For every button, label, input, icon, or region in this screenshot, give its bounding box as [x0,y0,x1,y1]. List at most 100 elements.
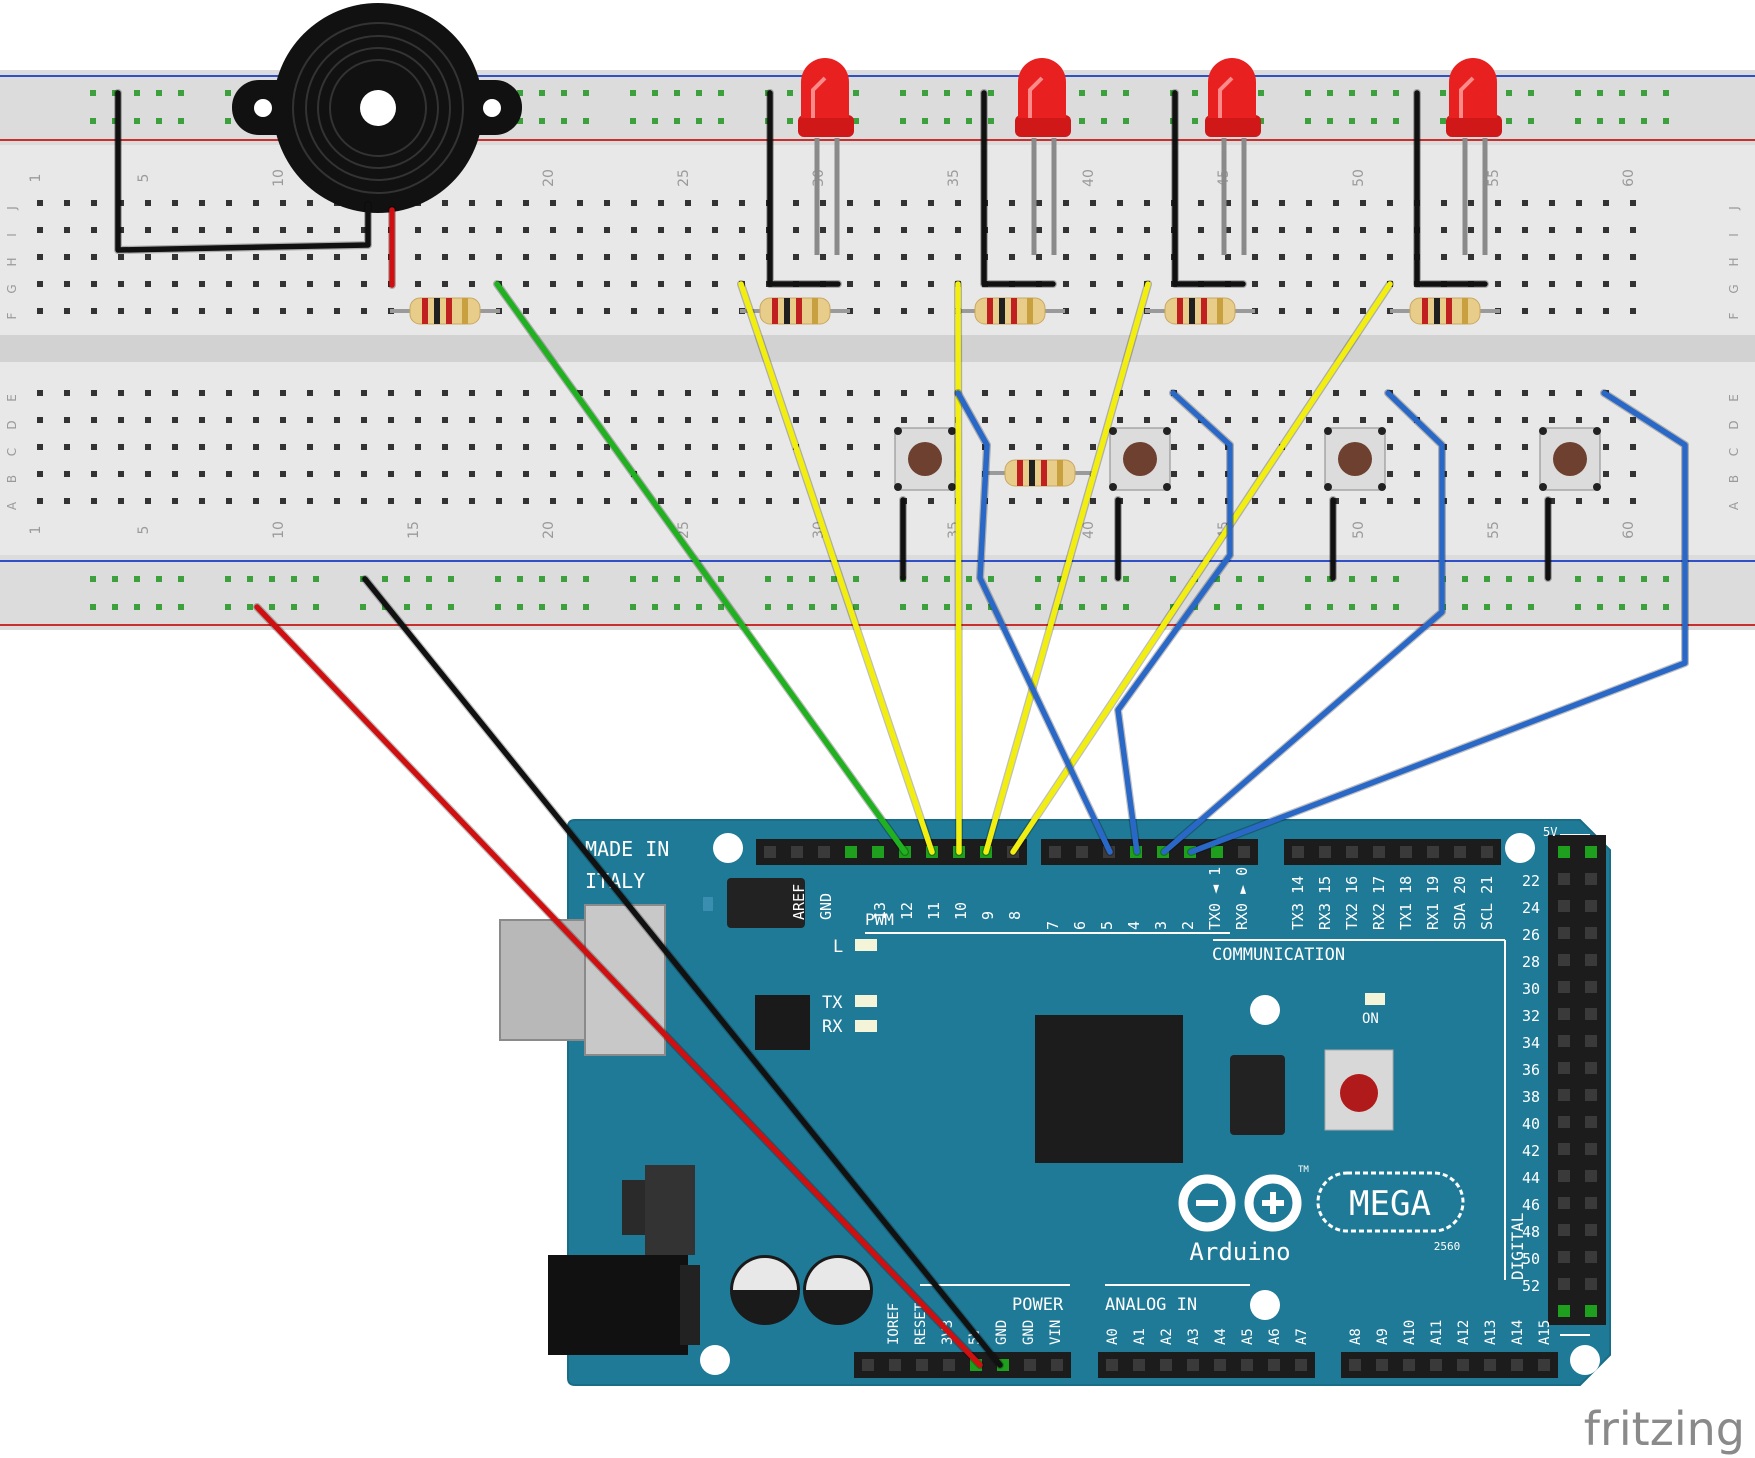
digital-pin-number: 40 [1522,1115,1540,1133]
breadboard-hole [1603,227,1609,233]
header-pin [1241,1359,1253,1371]
rail-hole [1327,118,1333,124]
breadboard-hole [1468,390,1474,396]
breadboard-hole [37,498,43,504]
analog-pin-label: A12 [1456,1320,1472,1345]
row-letter-right: C [1727,448,1741,456]
column-number-bottom: 10 [271,521,287,539]
breadboard-hole [874,200,880,206]
arduino-logo-icon [1178,1174,1302,1232]
column-number-top: 60 [1621,169,1637,187]
breadboard-hole [1630,498,1636,504]
breadboard-hole [253,281,259,287]
resistor-band [1434,298,1440,324]
breadboard-hole [1387,471,1393,477]
rail-hole [225,576,231,582]
breadboard-hole [334,444,340,450]
breadboard-hole [1360,227,1366,233]
power-pin-label: GND [994,1320,1010,1345]
rail-hole [1371,604,1377,610]
breadboard-hole [523,498,529,504]
rail-hole [988,118,994,124]
rail-hole [134,118,140,124]
header-pin [791,846,803,858]
breadboard-hole [523,417,529,423]
rail-hole [134,576,140,582]
rail-hole [1327,576,1333,582]
breadboard-hole [847,281,853,287]
breadboard-hole [928,227,934,233]
pin-label: 5 [1098,921,1116,930]
rail-hole [178,118,184,124]
push-button-icon [894,427,956,491]
breadboard-hole [253,498,259,504]
rail-hole [809,604,815,610]
breadboard-hole [1387,498,1393,504]
header-pin [1319,846,1331,858]
breadboard-hole [820,444,826,450]
button-cap [1553,442,1587,476]
on-led [1365,993,1385,1005]
rail-hole [156,604,162,610]
header-pin [1585,1305,1597,1317]
rail-hole [1101,90,1107,96]
rail-hole [1440,118,1446,124]
resistor-band [1027,298,1033,324]
led-on-label: ON [1362,1011,1379,1027]
digital-pin-number: 34 [1522,1034,1540,1052]
reset-button-cap[interactable] [1340,1074,1378,1112]
breadboard-hole [739,417,745,423]
rail-hole [1575,604,1581,610]
breadboard-hole [199,281,205,287]
breadboard-hole [1279,227,1285,233]
rail-hole [831,576,837,582]
rail-hole [225,118,231,124]
button-corner [1378,427,1386,435]
breadboard-hole [685,498,691,504]
breadboard-hole [604,498,610,504]
button-corner [1539,483,1547,491]
rail-hole [674,604,680,610]
digital-pin-number: 28 [1522,953,1540,971]
breadboard-hole [37,390,43,396]
breadboard-hole [739,254,745,260]
rail-hole [1123,118,1129,124]
breadboard-hole [577,200,583,206]
analog-pin-label: A5 [1240,1328,1256,1345]
row-letter-left: B [5,475,19,483]
column-number-top: 5 [136,174,152,183]
button-corner [1593,427,1601,435]
header-pin [1558,1224,1570,1236]
breadboard-hole [415,254,421,260]
breadboard-hole [523,227,529,233]
header-pin [1558,1116,1570,1128]
breadboard-hole [1360,200,1366,206]
breadboard-hole [874,498,880,504]
icsp-header [1230,1055,1285,1135]
column-number-top: 1 [28,174,44,183]
arduino-logo-text: Arduino [1189,1238,1290,1266]
breadboard-hole [469,498,475,504]
rail-hole [652,118,658,124]
rail-hole [1663,604,1669,610]
communication-label: COMMUNICATION [1212,945,1345,965]
breadboard-hole [1468,227,1474,233]
tx-led [855,995,877,1007]
breadboard-hole [1441,390,1447,396]
button-cap [1123,442,1157,476]
breadboard-hole [955,227,961,233]
breadboard-hole [766,498,772,504]
rail-hole [966,118,972,124]
breadboard-hole [226,471,232,477]
breadboard-hole [334,227,340,233]
breadboard-hole [442,390,448,396]
digital-pin-number: 41 [1615,1114,1633,1132]
led-rim [1205,115,1261,137]
breadboard-hole [847,498,853,504]
breadboard-hole [226,308,232,314]
breadboard-hole [361,417,367,423]
breadboard-hole [523,444,529,450]
pin-label: 2 [1179,921,1197,930]
breadboard-hole [226,254,232,260]
capacitor-top [806,1258,870,1290]
